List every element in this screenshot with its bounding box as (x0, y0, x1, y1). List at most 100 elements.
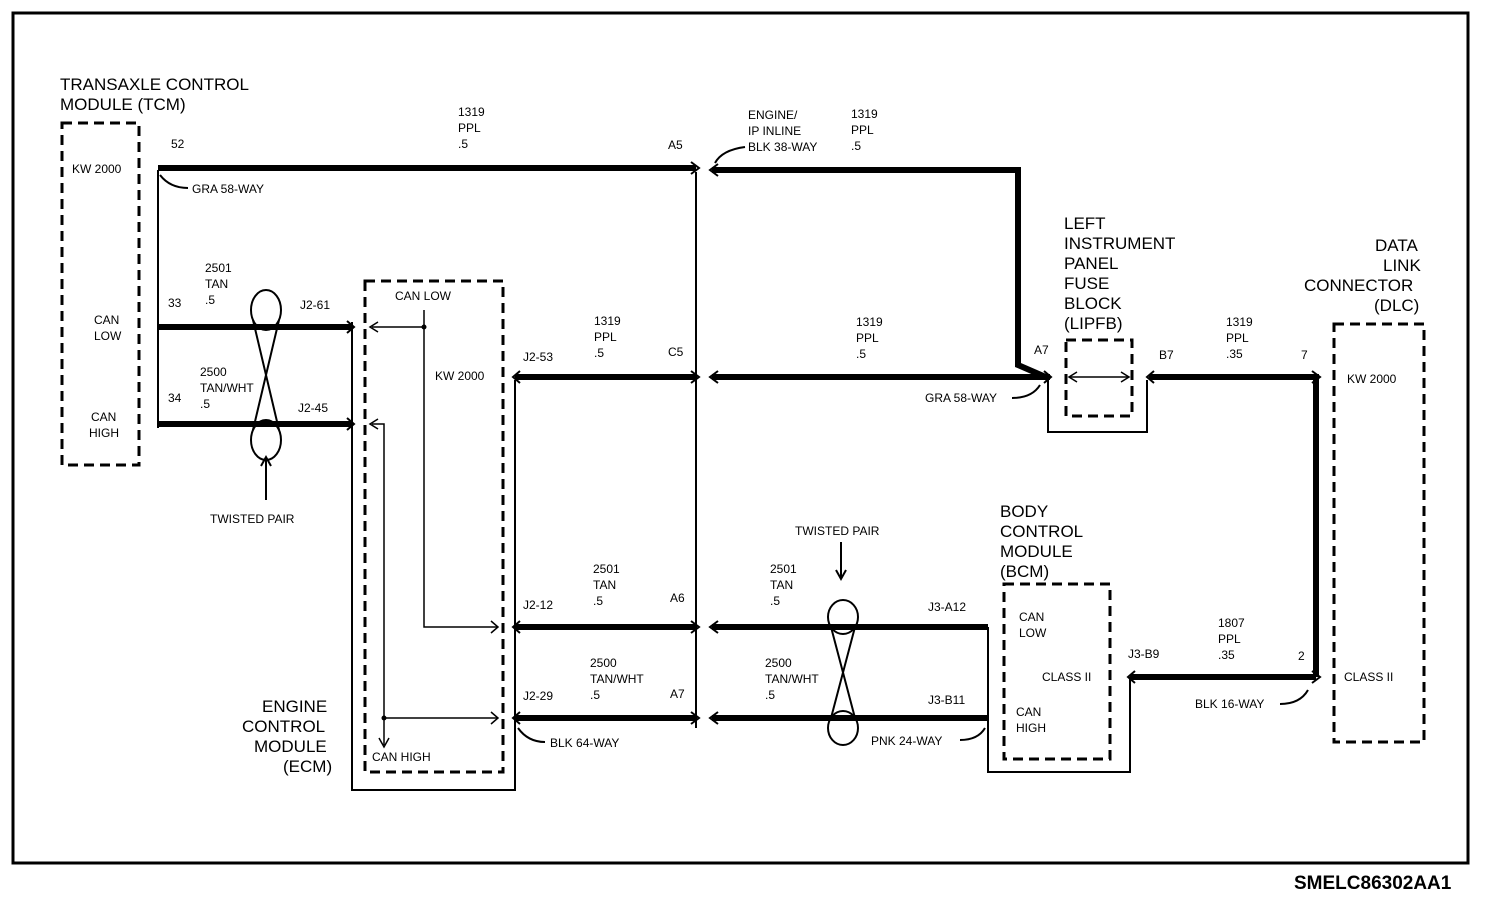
wire-c5-color: PPL (594, 330, 617, 344)
ecm-can-high: CAN HIGH (372, 750, 431, 764)
wire-bcm-low-gauge: .5 (770, 594, 780, 608)
wire-a5-gauge: .5 (851, 139, 861, 153)
ecm-pin-j2-29: J2-29 (523, 689, 553, 703)
wire-2501-circuit: 2501 (205, 261, 232, 275)
tcm-can-high-label-2: HIGH (89, 426, 119, 440)
ecm-pin-j2-45: J2-45 (298, 401, 328, 415)
dlc-module-box (1332, 322, 1426, 744)
lipfb-a7-mark (1043, 370, 1053, 384)
inline-leader (714, 146, 746, 164)
lipfb-pin-b7: B7 (1159, 348, 1174, 362)
wire-a7-bcm-arrow (708, 711, 719, 725)
wire-top-circuit: 1319 (458, 105, 485, 119)
wire-dlc-circuit: 1319 (1226, 315, 1253, 329)
twisted-pair-left-label: TWISTED PAIR (210, 512, 295, 526)
ecm-title-l3: MODULE (254, 737, 327, 756)
ecm-pin-j2-53: J2-53 (523, 350, 553, 364)
wire-a6-bcm-arrow (708, 620, 719, 634)
ecm-protocol: KW 2000 (435, 369, 485, 383)
j3-b9-mark (1126, 670, 1136, 684)
inline-pin-c5: C5 (668, 345, 684, 359)
tcm-can-low-label: CAN (94, 313, 119, 327)
tcm-can-high-label: CAN (91, 410, 116, 424)
lipfb-title-l4: FUSE (1064, 274, 1109, 293)
wire-bcm-low-circuit: 2501 (770, 562, 797, 576)
dlc-connector-leader (1279, 689, 1309, 705)
lipfb-outer-outline (1047, 380, 1148, 433)
bcm-outer-outline (987, 627, 1131, 773)
tcm-pin-52: 52 (171, 137, 185, 151)
bcm-can-high-l1: CAN (1016, 705, 1041, 719)
bcm-pin-j3-a12: J3-A12 (928, 600, 966, 614)
j2-45-mark (346, 417, 356, 431)
wire-c5-arrow (708, 370, 719, 384)
ecm-connector-leader (517, 727, 546, 743)
lipfb-connector-leader (1011, 384, 1041, 399)
wire-a5-to-lipfb (712, 167, 1050, 381)
dlc2-mark (1311, 670, 1322, 684)
wire-top-gauge: .5 (458, 137, 468, 151)
wire-c5-gauge: .5 (594, 346, 604, 360)
inline-name-l3: BLK 38-WAY (748, 140, 817, 154)
ecm-outer-outline (351, 322, 516, 791)
dlc-protocol: KW 2000 (1347, 372, 1397, 386)
wire-lipfb-color: PPL (856, 331, 879, 345)
bcm-can-low-l2: LOW (1019, 626, 1047, 640)
bcm-title-l1: BODY (1000, 502, 1048, 521)
j2-53-mark (511, 370, 521, 384)
ecm-pin-j2-12: J2-12 (523, 598, 553, 612)
j2-29-mark (511, 711, 521, 725)
a6-mark (690, 620, 701, 634)
wire-bcm-high-color: TAN/WHT (765, 672, 819, 686)
dlc-connector-label: BLK 16-WAY (1195, 697, 1264, 711)
lipfb-title-l1: LEFT (1064, 214, 1106, 233)
wire-c5-circuit: 1319 (594, 314, 621, 328)
wire-a5-color: PPL (851, 123, 874, 137)
inline-pin-a7: A7 (670, 687, 685, 701)
tcm-protocol: KW 2000 (72, 162, 122, 176)
wire-dlc-gauge: .35 (1226, 347, 1243, 361)
wire-1807-gauge: .35 (1218, 648, 1235, 662)
lipfb-title-l3: PANEL (1064, 254, 1119, 273)
ecm-can-low: CAN LOW (395, 289, 452, 303)
wire-a6-color: TAN (593, 578, 616, 592)
tcm-pin-34: 34 (168, 391, 182, 405)
j2-61-mark (346, 320, 356, 334)
bcm-can-low-l1: CAN (1019, 610, 1044, 624)
lipfb-title-l5: BLOCK (1064, 294, 1122, 313)
bcm-class: CLASS II (1042, 670, 1091, 684)
inline-pin-a6: A6 (670, 591, 685, 605)
lipfb-pin-a7: A7 (1034, 343, 1049, 357)
diagram-code: SMELC86302AA1 (1294, 873, 1452, 894)
wire-a7-color: TAN/WHT (590, 672, 644, 686)
twisted-pair-left (250, 289, 282, 500)
wire-a6-gauge: .5 (593, 594, 603, 608)
bcm-title-l4: (BCM) (1000, 562, 1049, 581)
ecm-connector-label: BLK 64-WAY (550, 736, 619, 750)
diagram-border (11, 11, 1470, 865)
ecm-pin-j2-61: J2-61 (300, 298, 330, 312)
inline-name-l1: ENGINE/ (748, 108, 798, 122)
c5-mark (690, 370, 701, 384)
lipfb-title-l6: (LIPFB) (1064, 314, 1123, 333)
lipfb-b7-mark (1145, 370, 1155, 384)
twisted-pair-right (827, 542, 859, 746)
wire-2500-color: TAN/WHT (200, 381, 254, 395)
dlc-class: CLASS II (1344, 670, 1393, 684)
wire-a5-circuit: 1319 (851, 107, 878, 121)
wire-2500-circuit: 2500 (200, 365, 227, 379)
bcm-module-box (1002, 582, 1112, 761)
inline-name-l2: IP INLINE (748, 124, 801, 138)
wire-1807-color: PPL (1218, 632, 1241, 646)
lipfb-title-l2: INSTRUMENT (1064, 234, 1175, 253)
dlc-title-l2: LINK (1383, 256, 1421, 275)
wire-bcm-high-gauge: .5 (765, 688, 775, 702)
wire-bcm-low-color: TAN (770, 578, 793, 592)
wire-top-color: PPL (458, 121, 481, 135)
wire-lipfb-gauge: .5 (856, 347, 866, 361)
tcm-can-low-label-2: LOW (94, 329, 122, 343)
wire-1807-circuit: 1807 (1218, 616, 1245, 630)
bcm-can-high-l2: HIGH (1016, 721, 1046, 735)
dlc-title-l1: DATA (1375, 236, 1418, 255)
